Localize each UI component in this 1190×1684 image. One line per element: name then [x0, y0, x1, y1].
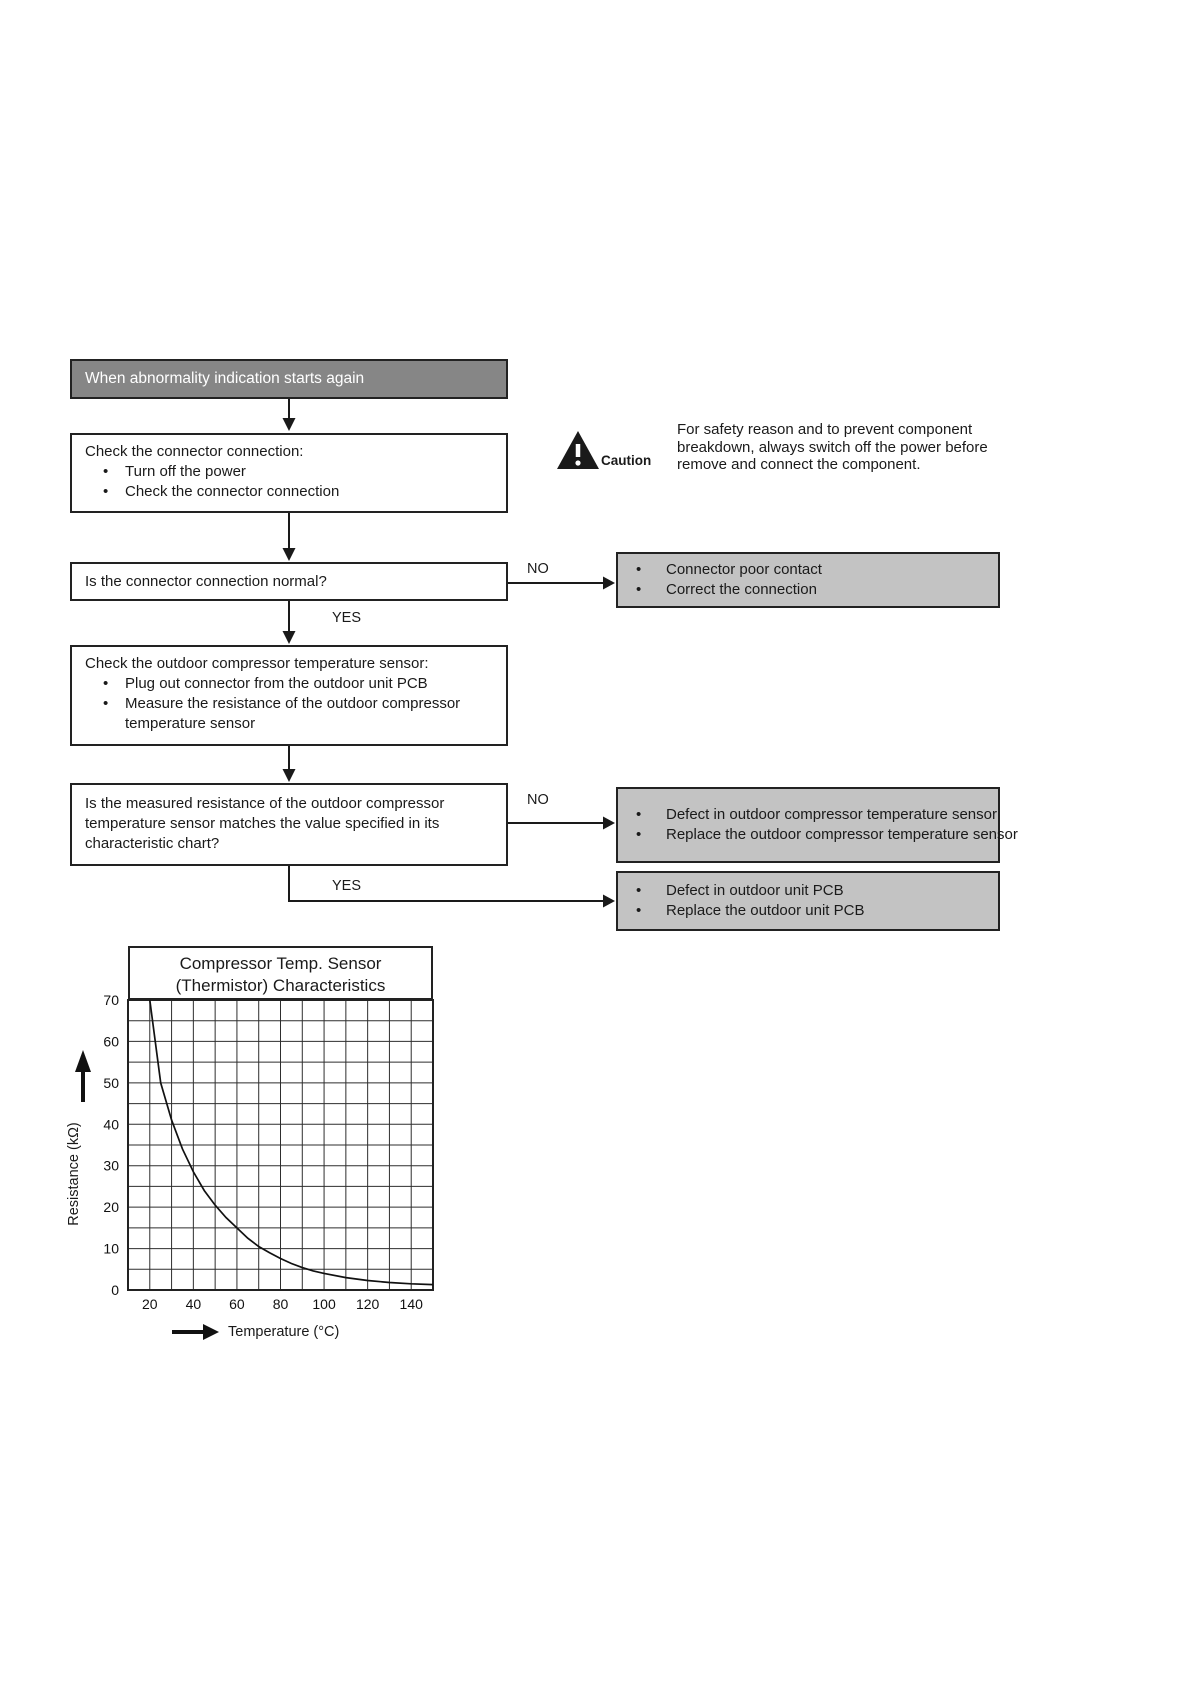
- x-axis-label: Temperature (°C): [228, 1324, 340, 1340]
- bullet-icon: [630, 825, 666, 845]
- arrowhead-down-icon: [282, 418, 296, 431]
- check-connector-box: Check the connector connection: Turn off…: [70, 433, 508, 513]
- x-tick-label: 140: [400, 1296, 424, 1312]
- y-tick-label: 50: [103, 1075, 119, 1091]
- x-tick-label: 20: [142, 1296, 158, 1312]
- arrowhead-right-icon: [603, 816, 615, 830]
- x-tick-label: 80: [273, 1296, 289, 1312]
- y-tick-label: 10: [103, 1241, 119, 1257]
- arrowhead-down-icon: [282, 769, 296, 782]
- result-pcb-box: Defect in outdoor unit PCB Replace the o…: [616, 871, 1000, 931]
- question-connector-box: Is the connector connection normal?: [70, 562, 508, 601]
- y-tick-label: 40: [103, 1116, 119, 1132]
- start-box-label: When abnormality indication starts again: [85, 370, 365, 387]
- y-axis-arrowhead-icon: [75, 1050, 91, 1072]
- bullet-icon: [630, 881, 666, 901]
- plot-frame: [127, 999, 434, 1291]
- bullet-icon: [85, 482, 125, 502]
- check-sensor-box: Check the outdoor compressor temperature…: [70, 645, 508, 746]
- bullet-icon: [85, 462, 125, 482]
- list-item: Connector poor contact: [630, 560, 986, 580]
- list-item: Turn off the power: [85, 462, 493, 482]
- result-connector-box: Connector poor contact Correct the conne…: [616, 552, 1000, 608]
- bullet-icon: [630, 805, 666, 825]
- chart-title: Compressor Temp. Sensor (Thermistor) Cha…: [128, 946, 433, 1000]
- no-branch-label: NO: [527, 561, 549, 577]
- y-tick-label: 70: [103, 992, 119, 1008]
- bullet-icon: [630, 580, 666, 600]
- y-axis-label: Resistance (kΩ): [66, 1122, 82, 1226]
- arrowhead-right-icon: [603, 576, 615, 590]
- thermistor-curve: [148, 999, 434, 1286]
- list-item: Check the connector connection: [85, 482, 493, 502]
- chart-title-line: Compressor Temp. Sensor: [179, 954, 382, 973]
- list-item: Replace the outdoor unit PCB: [630, 901, 986, 921]
- caution-label: Caution: [601, 453, 652, 468]
- question-text: Is the connector connection normal?: [85, 572, 327, 590]
- list-item: Plug out connector from the outdoor unit…: [85, 674, 493, 694]
- arrowhead-down-icon: [282, 631, 296, 644]
- caution-warning-icon: [557, 431, 599, 469]
- x-tick-label: 40: [186, 1296, 202, 1312]
- no-branch-label: NO: [527, 792, 549, 808]
- arrowhead-down-icon: [282, 548, 296, 561]
- result-sensor-box: Defect in outdoor compressor temperature…: [616, 787, 1018, 863]
- y-tick-label: 30: [103, 1158, 119, 1174]
- x-tick-label: 100: [312, 1296, 336, 1312]
- bullet-icon: [85, 674, 125, 694]
- bullet-icon: [630, 901, 666, 921]
- x-tick-label: 60: [229, 1296, 245, 1312]
- x-axis-arrowhead-icon: [203, 1324, 219, 1340]
- arrowhead-right-icon: [603, 894, 615, 908]
- thermistor-characteristics-chart: 20 40 60 80 100 120 140 0 10 20 30 40 50 60 70: [75, 992, 434, 1340]
- yes-branch-label: YES: [332, 610, 362, 626]
- list-item: Defect in outdoor unit PCB: [630, 881, 986, 901]
- list-item: Measure the resistance of the outdoor co…: [85, 694, 493, 734]
- question-resistance-box: Is the measured resistance of the outdoo…: [70, 783, 508, 866]
- step-title: Check the outdoor compressor temperature…: [85, 655, 429, 672]
- y-tick-label: 0: [111, 1282, 119, 1298]
- step-title: Check the connector connection:: [85, 443, 304, 460]
- x-tick-label: 120: [356, 1296, 380, 1312]
- bullet-icon: [630, 560, 666, 580]
- list-item: Correct the connection: [630, 580, 986, 600]
- start-box: When abnormality indication starts again: [70, 359, 508, 399]
- list-item: Replace the outdoor compressor temperatu…: [630, 825, 1018, 845]
- yes-branch-label: YES: [332, 878, 362, 894]
- y-tick-label: 20: [103, 1199, 119, 1215]
- chart-title-line: (Thermistor) Characteristics: [175, 976, 386, 995]
- list-item: Defect in outdoor compressor temperature…: [630, 805, 997, 825]
- question-text: Is the measured resistance of the outdoo…: [85, 795, 445, 852]
- caution-text: For safety reason and to prevent compone…: [677, 421, 988, 473]
- y-tick-label: 60: [103, 1033, 119, 1049]
- bullet-icon: [85, 694, 125, 734]
